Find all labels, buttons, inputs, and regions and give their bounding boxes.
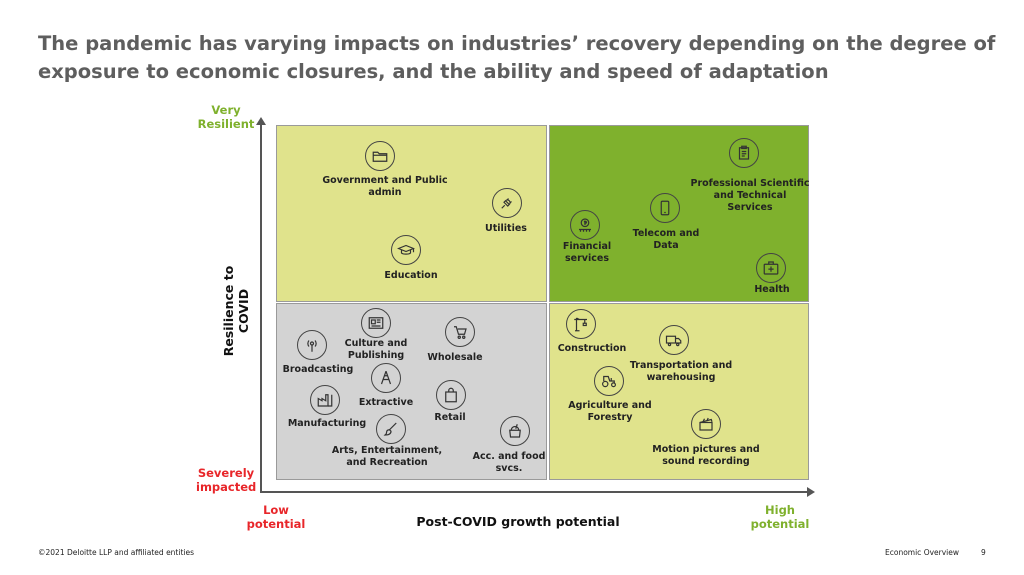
footer-copyright: ©2021 Deloitte LLP and affiliated entiti… xyxy=(38,548,195,557)
x-axis-arrow xyxy=(807,487,815,497)
clapperboard-icon xyxy=(691,409,721,439)
industry-label-manufacturing: Manufacturing xyxy=(287,418,367,429)
industry-label-utilities: Utilities xyxy=(485,223,527,234)
cart-icon xyxy=(445,317,475,347)
industry-label-construction: Construction xyxy=(557,343,627,354)
factory-icon xyxy=(310,385,340,415)
industry-label-wholesale: Wholesale xyxy=(427,352,483,363)
industry-label-accommodation: Acc. and food svcs. xyxy=(472,451,546,474)
industry-label-broadcasting: Broadcasting xyxy=(282,364,354,375)
x-axis-title: Post-COVID growth potential xyxy=(416,514,620,529)
folder-icon xyxy=(365,141,395,171)
newspaper-icon xyxy=(361,308,391,338)
drill-icon xyxy=(371,363,401,393)
y-axis-high-label: Very Resilient xyxy=(197,103,255,131)
medical-kit-icon xyxy=(756,253,786,283)
tractor-icon xyxy=(594,366,624,396)
smartphone-icon xyxy=(650,193,680,223)
industry-label-extractive: Extractive xyxy=(358,397,414,408)
industry-label-arts: Arts, Entertainment, and Recreation xyxy=(331,445,443,468)
broadcast-icon xyxy=(297,330,327,360)
industry-label-culture: Culture and Publishing xyxy=(344,338,408,361)
y-axis-line xyxy=(260,122,262,493)
paintbrush-icon xyxy=(376,414,406,444)
page-title: The pandemic has varying impacts on indu… xyxy=(38,32,996,83)
x-axis-high-label: High potential xyxy=(750,503,810,531)
clipboard-icon xyxy=(729,138,759,168)
y-axis-arrow xyxy=(256,117,266,125)
x-axis-low-label: Low potential xyxy=(246,503,306,531)
shopping-bag-icon xyxy=(436,380,466,410)
truck-icon xyxy=(659,325,689,355)
industry-label-retail: Retail xyxy=(434,412,466,423)
plug-icon xyxy=(492,188,522,218)
y-axis-title: Resilience to COVID xyxy=(221,265,251,357)
footer-page-number: 9 xyxy=(981,548,986,557)
industry-label-professional: Professional Scientific and Technical Se… xyxy=(690,178,810,213)
food-icon xyxy=(500,416,530,446)
industry-label-transportation: Transportation and warehousing xyxy=(629,360,733,383)
industry-label-government: Government and Public admin xyxy=(322,175,448,198)
graduation-cap-icon xyxy=(391,235,421,265)
footer-section: Economic Overview xyxy=(885,548,960,557)
industry-label-motion-pictures: Motion pictures and sound recording xyxy=(652,444,760,467)
industry-label-financial: Financial services xyxy=(562,241,612,264)
y-axis-low-label: Severely impacted xyxy=(196,466,257,494)
industry-label-education: Education xyxy=(384,270,438,281)
crane-icon xyxy=(566,309,596,339)
x-axis-line xyxy=(260,491,809,493)
industry-label-telecom: Telecom and Data xyxy=(632,228,700,251)
industry-label-agriculture: Agriculture and Forestry xyxy=(568,400,652,423)
industry-label-health: Health xyxy=(754,284,790,295)
coin-hand-icon xyxy=(570,210,600,240)
